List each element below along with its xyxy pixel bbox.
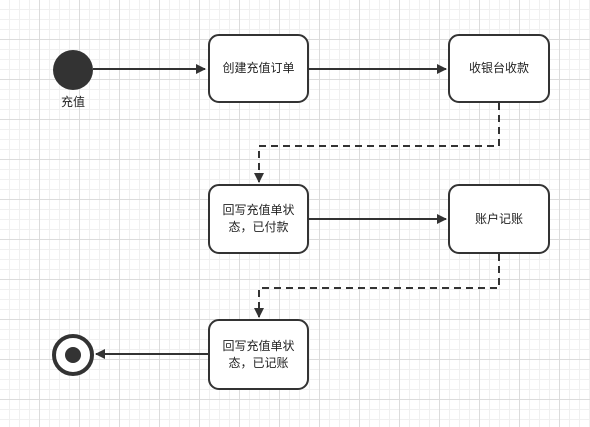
- node-writeback-booked[interactable]: 回写充值单状态，已记账: [208, 319, 309, 390]
- edge-account-entry-to-writeback-booked: [254, 254, 500, 318]
- node-account-entry[interactable]: 账户记账: [448, 184, 550, 254]
- node-account-entry-label: 账户记账: [474, 211, 523, 226]
- start-node[interactable]: [53, 50, 93, 90]
- node-cashier-label: 收银台收款: [468, 61, 529, 75]
- node-create-order-label: 创建充值订单: [222, 61, 295, 75]
- node-writeback-booked-label: 回写充值单状态，已记账: [222, 338, 295, 370]
- end-node-core: [65, 347, 81, 363]
- node-writeback-paid[interactable]: 回写充值单状态，已付款: [208, 184, 309, 254]
- start-label: 充值: [60, 95, 85, 109]
- end-node[interactable]: [52, 334, 94, 376]
- edge-cashier-to-writeback-paid: [254, 103, 500, 183]
- node-writeback-paid-label: 回写充值单状态，已付款: [222, 203, 295, 234]
- node-cashier[interactable]: 收银台收款: [448, 34, 550, 103]
- node-create-order[interactable]: 创建充值订单: [208, 34, 309, 103]
